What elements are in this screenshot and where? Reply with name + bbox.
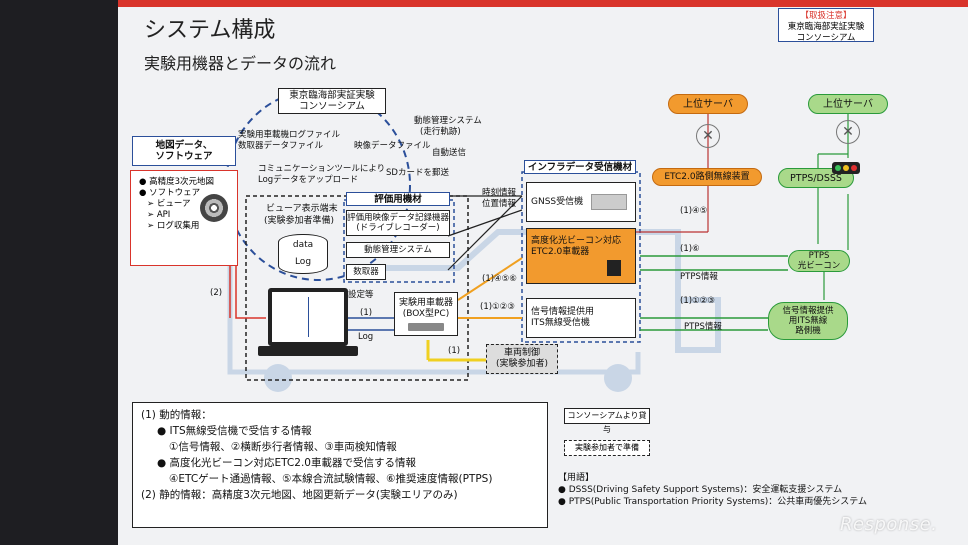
log-files-label: 実験用車載機ログファイル (238, 130, 341, 140)
sd-card-label: SDカードを郵送 (386, 168, 449, 178)
upload-label: Logデータをアップロード (258, 175, 359, 185)
signal-its-roadside-box: 信号情報提供 用ITS無線 路側機 (768, 302, 848, 340)
laptop-icon (268, 288, 348, 346)
antenna-icon-ptps: ✕ (836, 120, 860, 144)
response-watermark: Response. (840, 514, 938, 535)
laptop-base (258, 346, 358, 356)
settings-label: 設定等 (348, 290, 374, 300)
gnss-box: GNSS受信機 (526, 182, 636, 222)
upper-server-ptps: 上位サーバ (808, 94, 888, 114)
viewer-sub-label: (実験参加者準備) (264, 216, 335, 226)
page-title: システム構成 (144, 18, 276, 43)
dynamic-num-a: (1) (360, 308, 373, 318)
box-pc-icon (408, 322, 444, 331)
comm-tool-label: コミュニケーションツールにより (258, 164, 386, 174)
etc-device-icon (607, 260, 621, 276)
dynamic-num-b: (1) (448, 346, 461, 356)
dynamic-mgmt-label: 動態管理システム (414, 116, 482, 126)
upper-server-etc: 上位サーバ (668, 94, 748, 114)
page-subtitle: 実験用機器とデータの流れ (144, 54, 337, 73)
n1456-label: (1)④⑤⑥ (482, 274, 517, 284)
time-info-label: 時刻情報 (482, 188, 517, 198)
ptps-info-label-2: PTPS情報 (684, 322, 722, 332)
counter-file-label: 数取器データファイル (238, 141, 324, 151)
top-red-bar (118, 0, 968, 7)
n16-label: (1)⑥ (680, 244, 700, 254)
counter-box: 数取器 (346, 264, 386, 280)
database-icon: data Log (278, 234, 328, 274)
antenna-icon-etc: ✕ (696, 124, 720, 148)
legend-prepared: 実験参加者で準備 (564, 440, 650, 456)
handling-notice: 【取扱注意】 東京臨海部実証実験 コンソーシアム (778, 8, 874, 43)
video-file-label: 映像データファイル (354, 141, 431, 151)
drive-recorder-box: 評価用映像データ記録機器 (ドライブレコーダー) (346, 210, 450, 236)
disc-icon (200, 194, 228, 222)
trajectory-label: (走行軌跡) (420, 127, 461, 137)
dynamic-mgmt-box: 動態管理システム (346, 242, 450, 258)
its-receiver-box: 信号情報提供用 ITS無線受信機 (526, 298, 636, 338)
ptps-info-label-1: PTPS情報 (680, 272, 718, 282)
auto-send-label: 自動送信 (432, 148, 467, 158)
log-label: Log (358, 332, 374, 342)
n145-label: (1)④⑤ (680, 206, 708, 216)
n123-label: (1)①②③ (480, 302, 515, 312)
position-info-label: 位置情報 (482, 199, 517, 209)
ptps-beacon-box: PTPS 光ビーコン (788, 250, 850, 272)
etc-roadside-unit: ETC2.0路側無線装置 (652, 168, 762, 186)
viewer-label: ビューア表示端末 (266, 204, 338, 214)
n1123-label: (1)①②③ (680, 296, 715, 306)
onboard-unit-box: 実験用車載器 (BOX型PC) (394, 292, 458, 336)
diagram-lines (225, 89, 849, 392)
terms-section: 【用語】 ● DSSS(Driving Safety Support Syste… (558, 473, 868, 507)
eval-equipment-title: 評価用機材 (346, 192, 450, 206)
map-data-title: 地図データ、 ソフトウェア (132, 136, 236, 166)
infra-equipment-title: インフラデータ受信機材 (524, 160, 636, 174)
consortium-box: 東京臨海部実証実験 コンソーシアム (278, 88, 386, 114)
etc-onboard-box: 高度化光ビーコン対応 ETC2.0車載器 (526, 228, 636, 284)
static-info-num: (2) (210, 288, 223, 298)
legend-provided: コンソーシアムより貸与 (564, 408, 650, 434)
traffic-signal-icon (832, 162, 860, 174)
slide: システム構成 実験用機器とデータの流れ 【取扱注意】 東京臨海部実証実験 コンソ… (118, 0, 968, 545)
info-box: (1) 動的情報： ● ITS無線受信機で受信する情報 ①信号情報、②横断歩行者… (132, 402, 548, 528)
vehicle-control-box: 車両制御 (実験参加者) (486, 344, 558, 374)
gnss-device-icon (591, 194, 628, 210)
